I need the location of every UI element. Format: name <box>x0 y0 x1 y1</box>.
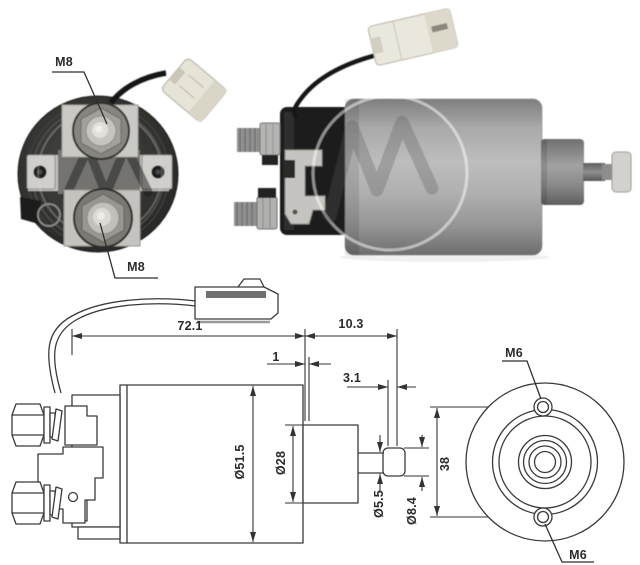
dim-neck-diameter: Ø28 <box>274 450 288 476</box>
label-m6-bottom: M6 <box>569 548 587 562</box>
side-view-drawing <box>11 278 406 544</box>
rear-connector <box>162 58 228 123</box>
dim-plunger-length: 10.3 <box>338 317 364 331</box>
dim-tip-length: 3.1 <box>343 371 361 385</box>
leader-m8-bottom <box>99 222 158 279</box>
leader-m8-top <box>52 71 108 125</box>
leader-m6-bottom <box>544 523 594 563</box>
side-view-photo <box>234 8 632 262</box>
label-m8-top: M8 <box>55 55 73 69</box>
front-view-drawing <box>465 360 625 563</box>
label-m6-top: M6 <box>505 346 523 360</box>
dim-step: 1 <box>272 350 280 364</box>
leader-m6-top <box>502 360 542 400</box>
dim-hole-spacing: 38 <box>438 456 452 472</box>
dim-overall-length: 72.1 <box>177 319 203 333</box>
dim-rod-diameter: Ø5.5 <box>372 490 386 518</box>
rear-view-photo <box>17 58 228 253</box>
dim-tip-diameter: Ø8.4 <box>405 497 419 525</box>
dim-body-diameter: Ø51.5 <box>233 444 247 480</box>
label-m8-bottom: M8 <box>127 260 145 274</box>
side-connector <box>367 8 459 66</box>
brand-watermark-icon <box>311 94 469 252</box>
